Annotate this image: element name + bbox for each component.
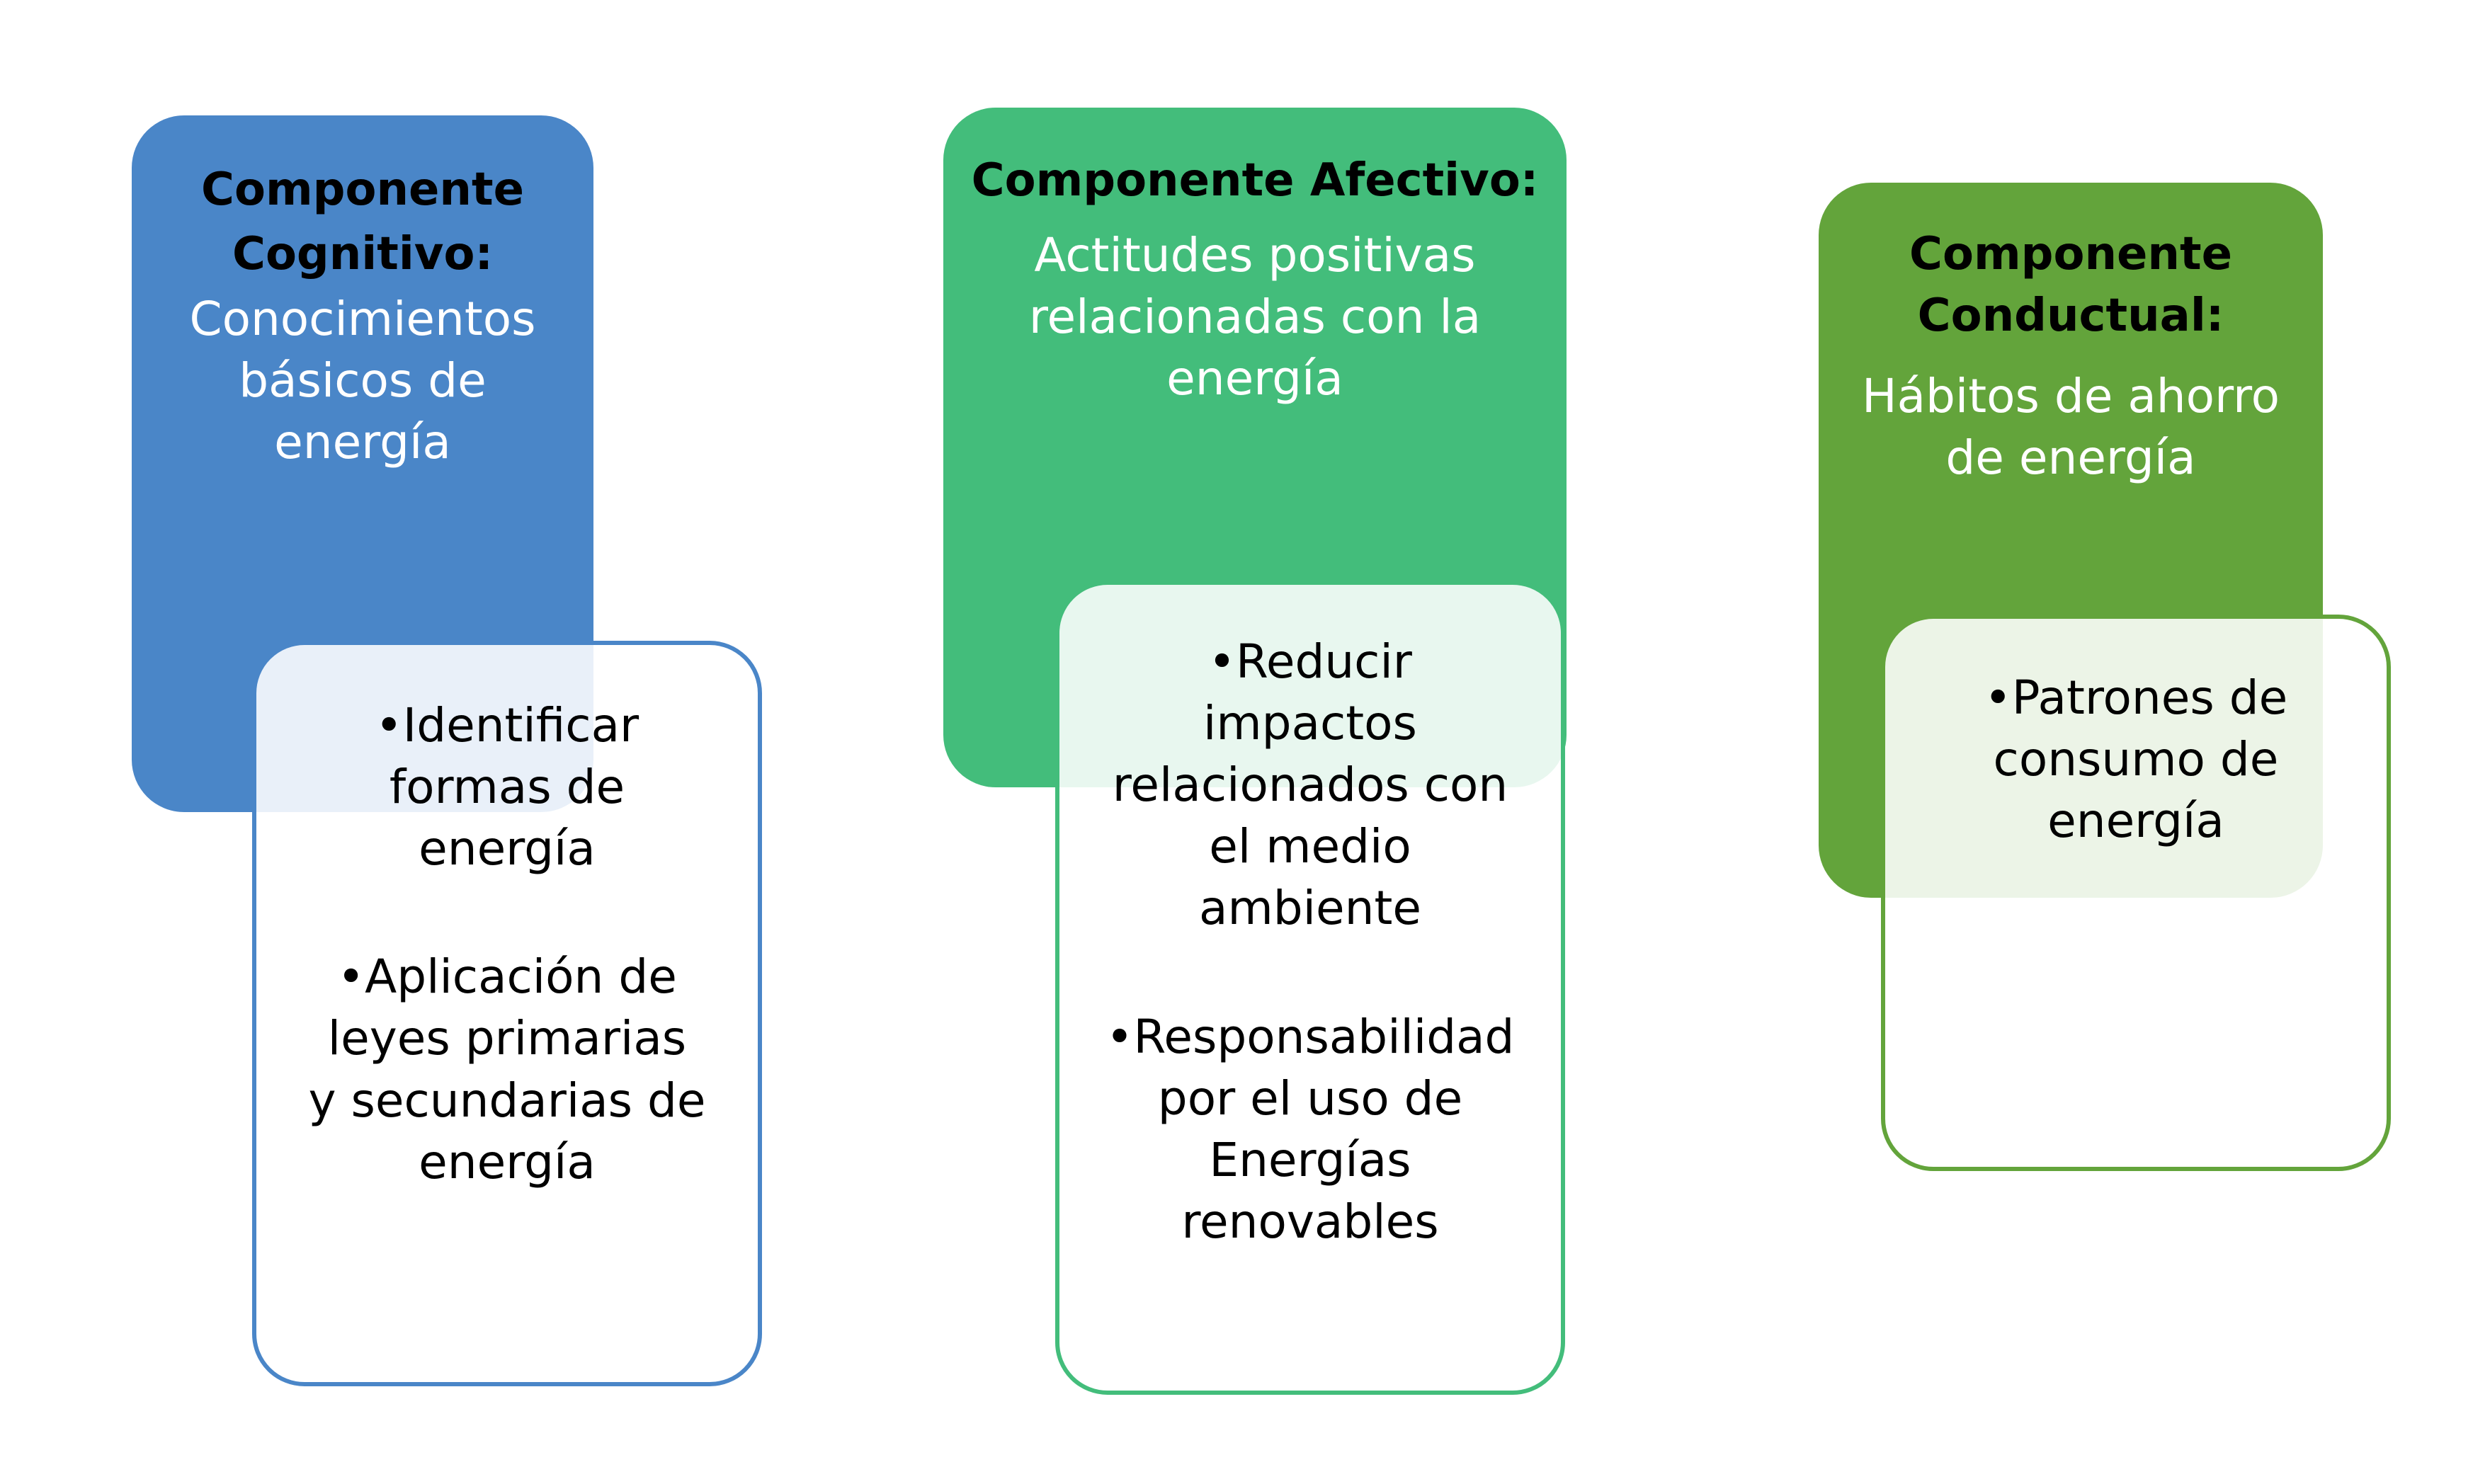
- affective-detail-item: •Reducir impactos relacionados con el me…: [1112, 634, 1508, 936]
- cognitive-heading: Componente Cognitivo:: [201, 164, 524, 280]
- behavioral-detail-card: •Patrones de consumo de energía: [1881, 615, 2391, 1171]
- cognitive-detail-item: •Aplicación de leyes primarias y secunda…: [308, 949, 706, 1189]
- affective-subtitle: Actitudes positivas relacionadas con la …: [1028, 227, 1482, 406]
- cognitive-detail-card: •Identificar formas de energía •Aplicaci…: [252, 641, 762, 1386]
- affective-heading: Componente Afectivo:: [971, 154, 1539, 207]
- behavioral-heading: Componente Conductual:: [1909, 228, 2232, 343]
- cognitive-detail-item: •Identificar formas de energía: [375, 698, 639, 877]
- behavioral-subtitle: Hábitos de ahorro de energía: [1861, 369, 2280, 486]
- affective-detail-item: •Responsabilidad por el uso de Energías …: [1105, 1009, 1515, 1249]
- cognitive-subtitle: Conocimientos básicos de energía: [189, 291, 536, 469]
- behavioral-detail-item: •Patrones de consumo de energía: [1984, 670, 2288, 849]
- affective-detail-card: •Reducir impactos relacionados con el me…: [1055, 581, 1565, 1395]
